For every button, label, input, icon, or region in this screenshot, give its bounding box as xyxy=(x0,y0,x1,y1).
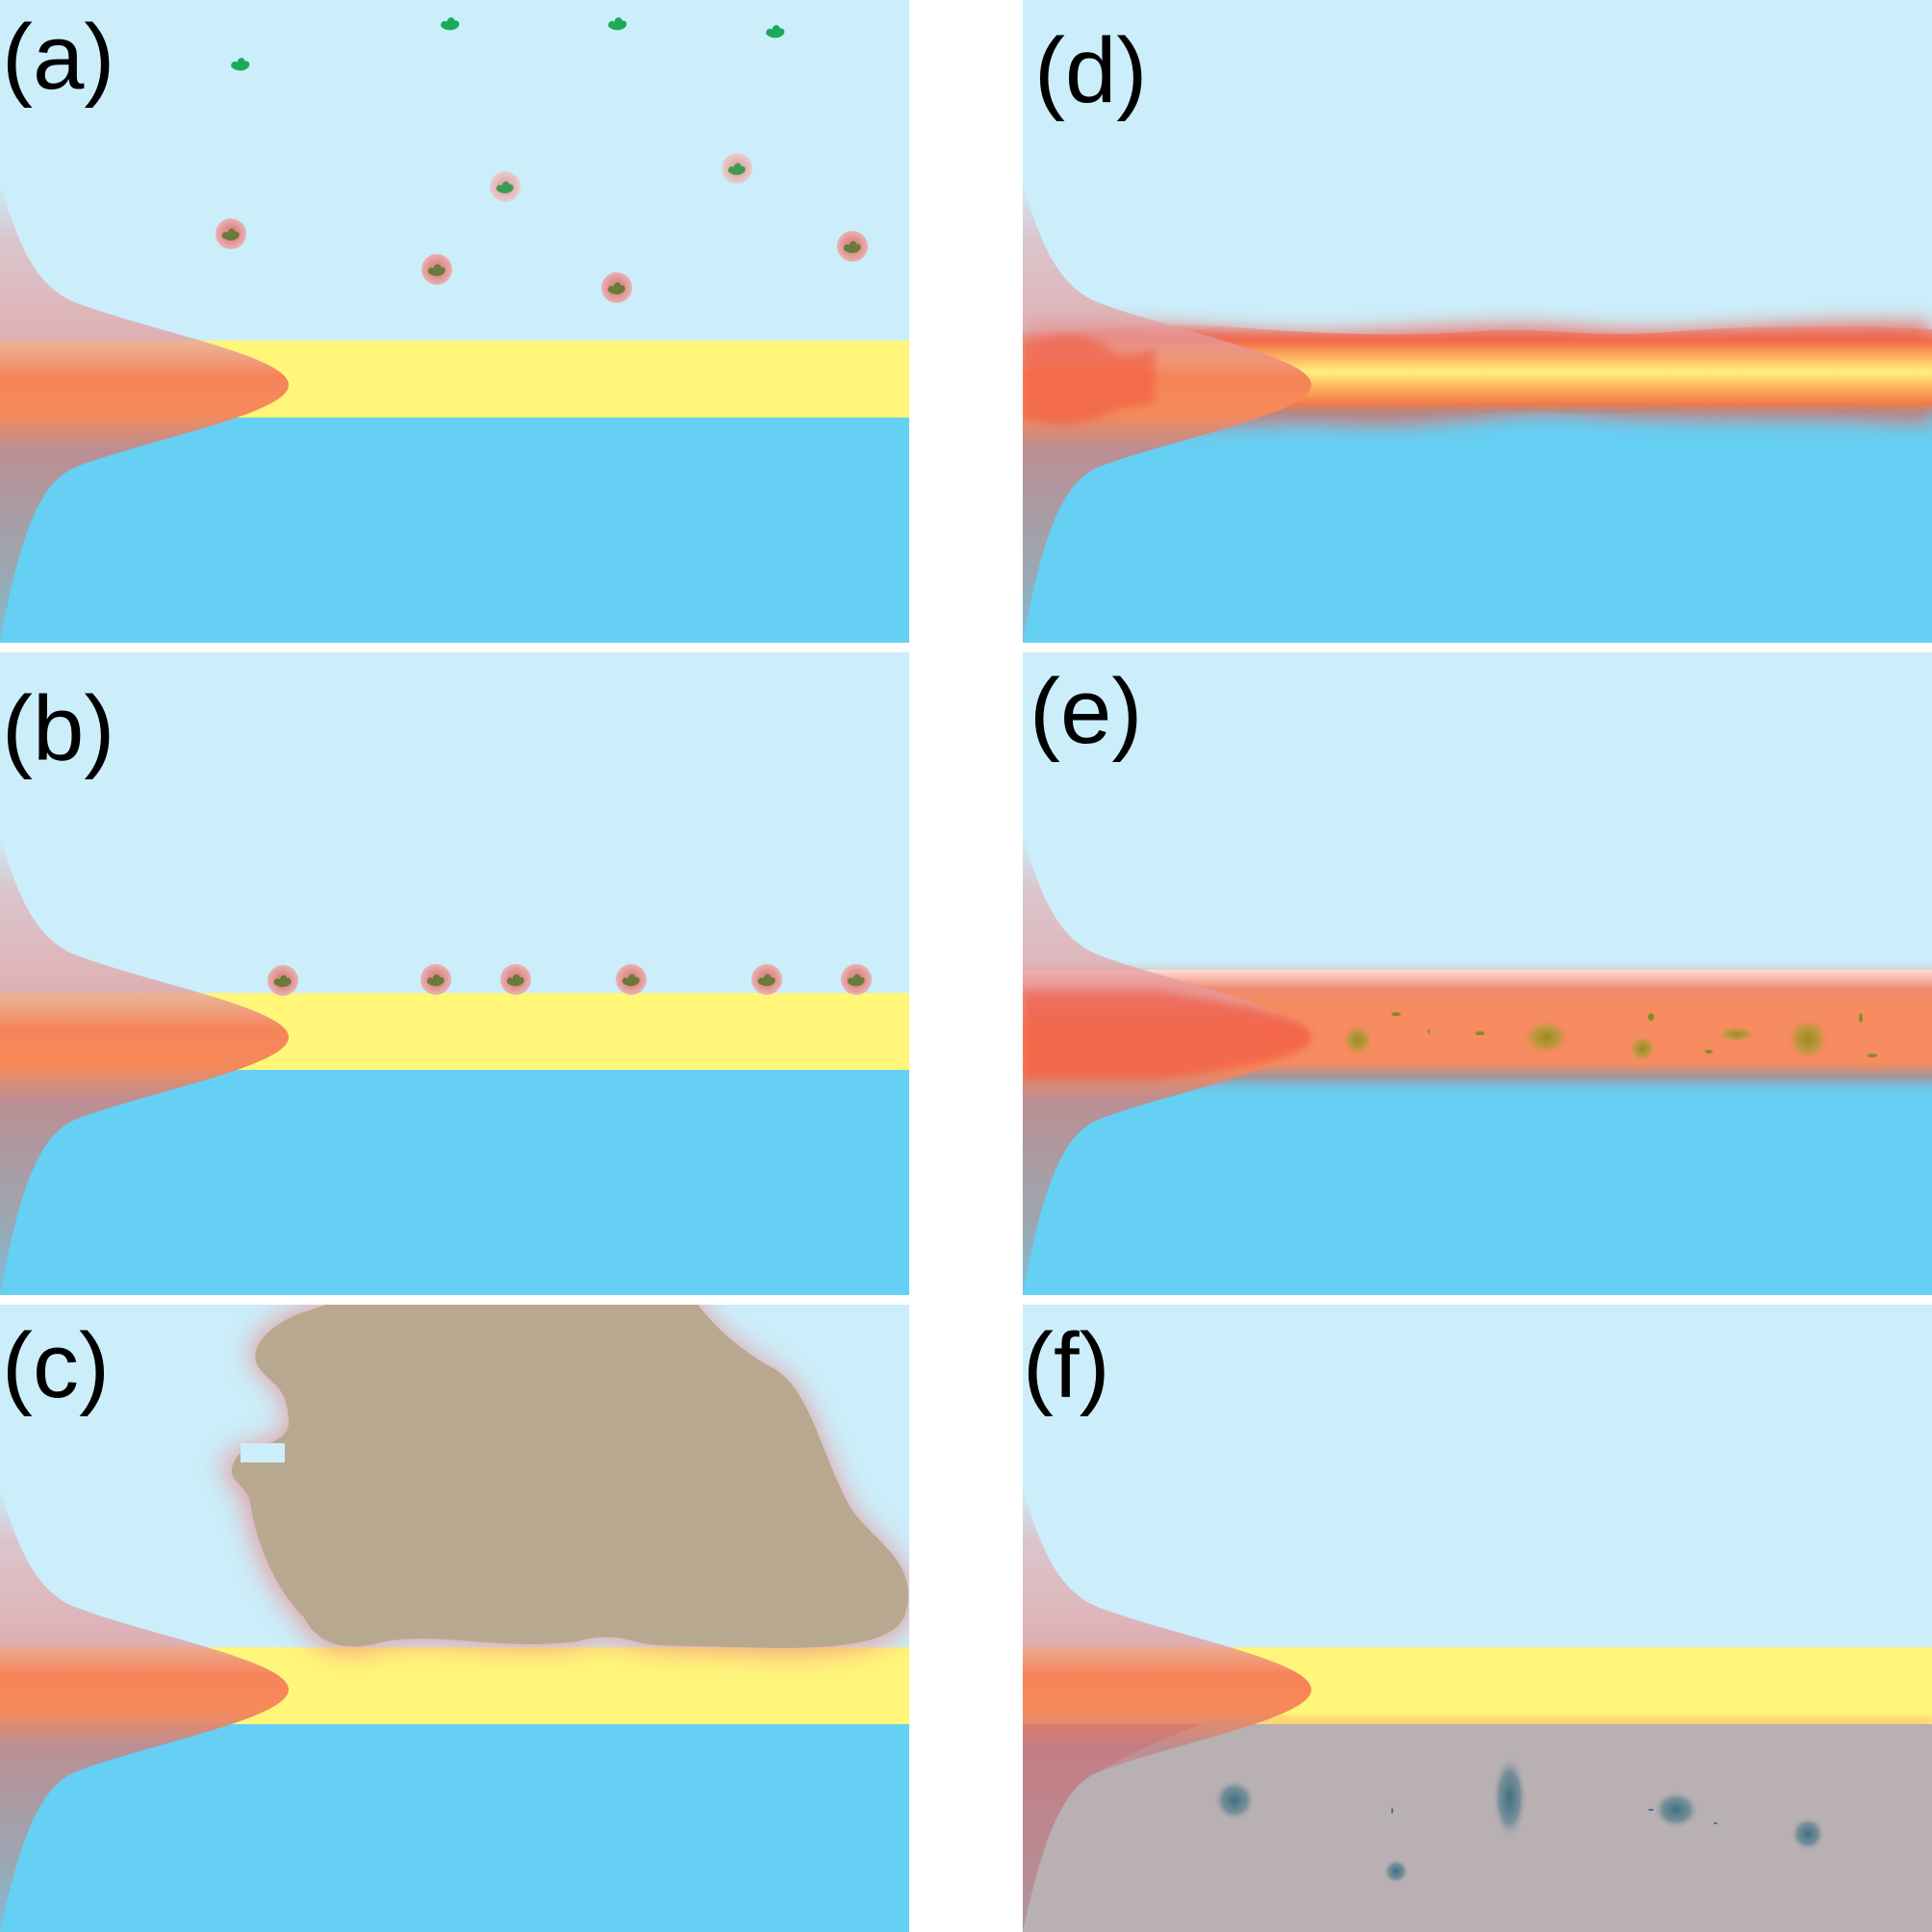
panel-c xyxy=(0,1305,909,1932)
droplet xyxy=(1868,1054,1877,1057)
upper-medium xyxy=(0,0,909,341)
coated-particle xyxy=(500,964,531,995)
upper-medium xyxy=(1023,652,1932,970)
coated-particle xyxy=(837,231,868,262)
aggregate xyxy=(231,1305,909,1648)
coated-particles xyxy=(216,153,868,303)
panel-f xyxy=(1023,1305,1932,1932)
profile-peak-emphasis xyxy=(1023,991,1311,1080)
coated-particle xyxy=(601,272,632,303)
panel-b xyxy=(0,652,909,1295)
droplet xyxy=(1859,1013,1863,1023)
pore xyxy=(1384,1859,1409,1884)
pore xyxy=(1391,1808,1393,1814)
droplet xyxy=(1391,1012,1401,1016)
concentration-profile xyxy=(0,183,289,643)
aggregate-notch xyxy=(241,1443,285,1462)
coated-particle xyxy=(421,254,452,285)
panel-label-e: (e) xyxy=(1030,660,1142,763)
coated-particle xyxy=(267,965,298,996)
upper-medium xyxy=(1023,1305,1932,1647)
profile-lower-tint xyxy=(1023,1724,1203,1932)
lower-medium xyxy=(0,1724,909,1932)
pore xyxy=(1648,1809,1654,1811)
pore xyxy=(1492,1755,1527,1840)
pore xyxy=(1714,1822,1717,1824)
coated-particle xyxy=(841,964,872,995)
panel-e xyxy=(1023,652,1932,1295)
upper-medium xyxy=(0,652,909,993)
coated-particle xyxy=(616,964,647,995)
melt-bulge xyxy=(1023,335,1155,424)
droplet xyxy=(1428,1029,1430,1034)
lower-medium xyxy=(0,418,909,643)
coated-particle xyxy=(420,964,451,995)
pore xyxy=(1653,1791,1699,1829)
droplet xyxy=(1648,1013,1654,1021)
droplet xyxy=(1475,1031,1485,1035)
panel-label-f: (f) xyxy=(1023,1314,1110,1417)
lower-medium xyxy=(1023,404,1932,643)
concentration-profile xyxy=(1023,183,1311,643)
adsorbed-particles xyxy=(267,964,872,996)
droplet xyxy=(1523,1020,1569,1055)
panel-label-b: (b) xyxy=(2,677,114,780)
droplet xyxy=(1629,1035,1656,1062)
panel-d xyxy=(1023,0,1932,643)
coated-particle xyxy=(490,171,521,202)
droplet xyxy=(1717,1027,1756,1042)
panel-label-d: (d) xyxy=(1034,19,1147,122)
pore xyxy=(1791,1817,1825,1851)
panel-label-a: (a) xyxy=(2,6,114,109)
coated-particle xyxy=(722,153,752,184)
droplets xyxy=(1342,1012,1877,1062)
pore xyxy=(1213,1779,1256,1821)
droplet xyxy=(1705,1050,1713,1054)
panel-label-c: (c) xyxy=(2,1314,110,1417)
coated-particle xyxy=(216,218,246,249)
panel-a xyxy=(0,0,909,643)
concentration-profile xyxy=(0,1487,289,1932)
droplet xyxy=(1342,1025,1373,1055)
concentration-profile xyxy=(0,835,289,1295)
lower-medium xyxy=(1023,1078,1932,1295)
lower-medium xyxy=(0,1070,909,1295)
dispersed-phase xyxy=(1023,1724,1932,1932)
pores xyxy=(1213,1755,1825,1884)
coated-particle xyxy=(751,964,782,995)
concentration-profile xyxy=(1023,1487,1311,1932)
droplet xyxy=(1787,1018,1829,1060)
